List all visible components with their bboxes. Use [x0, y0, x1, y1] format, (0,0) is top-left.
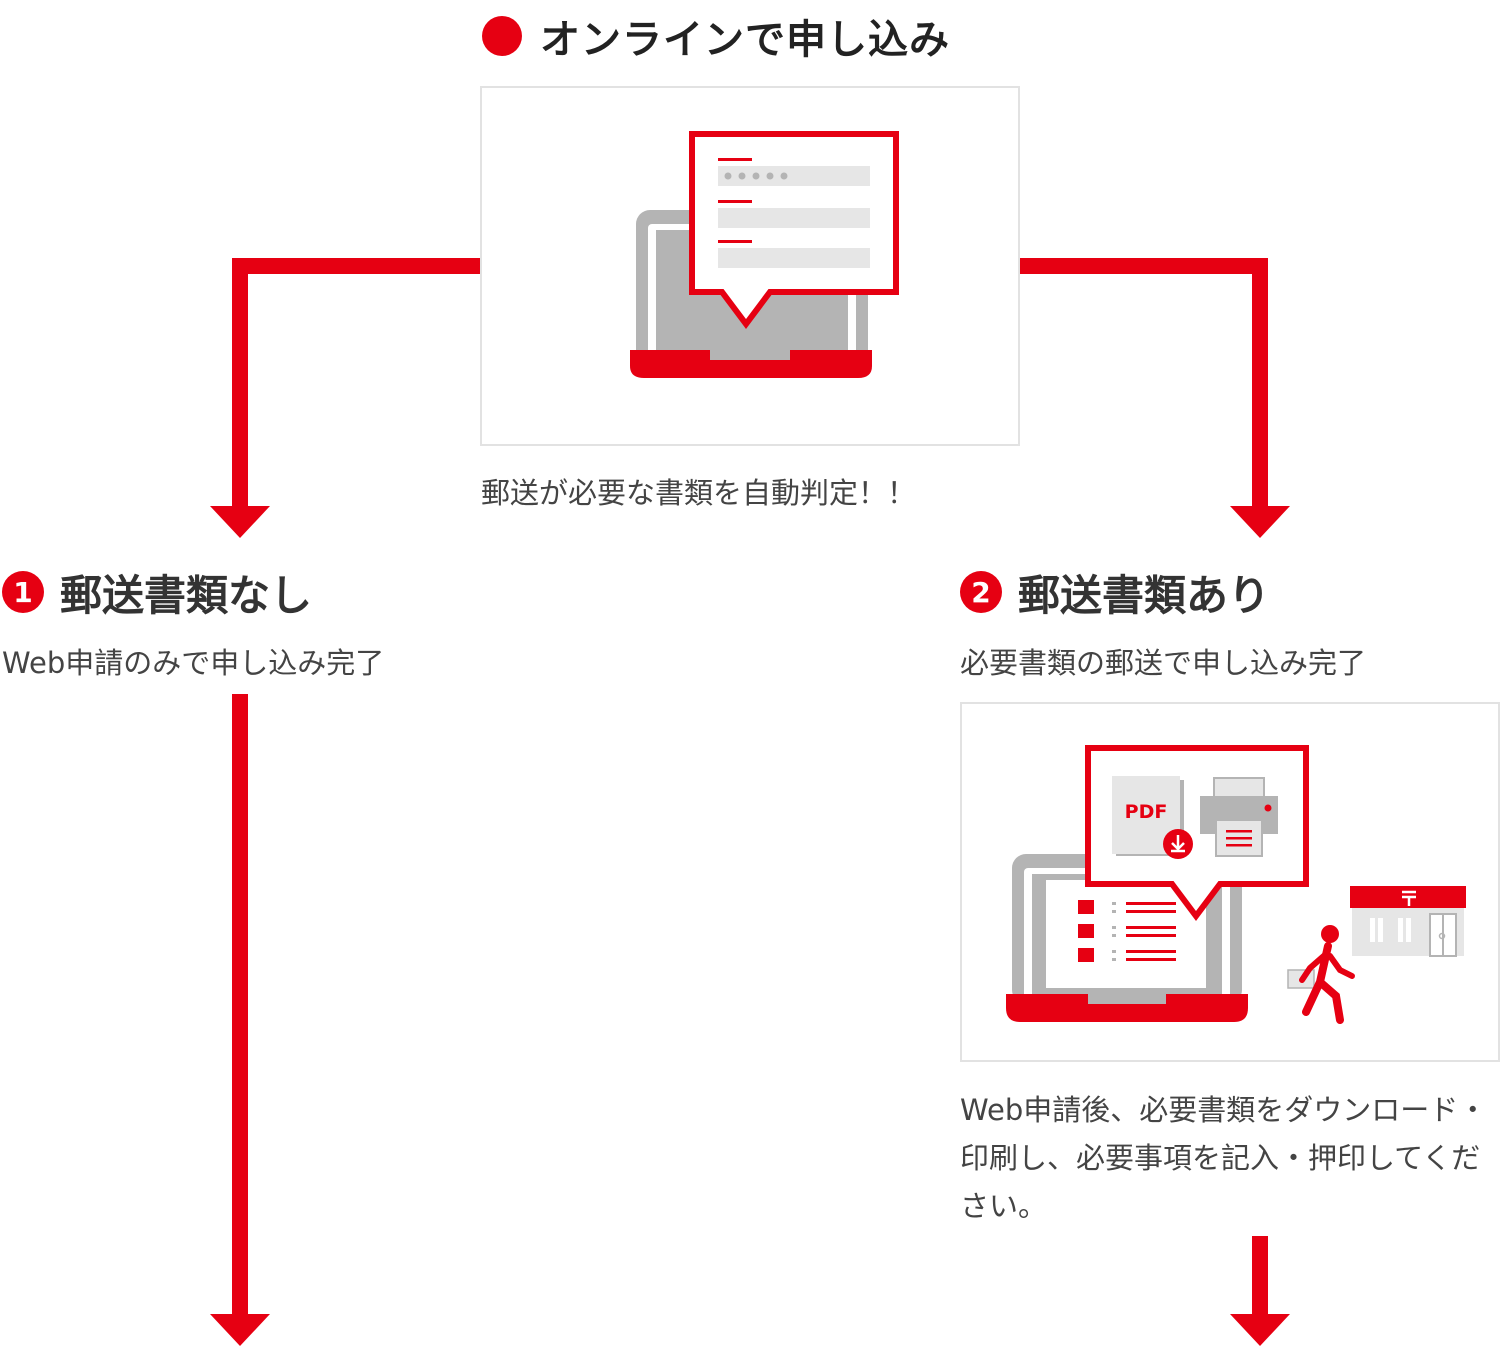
branch-mail-subtitle: 必要書類の郵送で申し込み完了 [960, 646, 1367, 680]
connector-left-horizontal [232, 258, 482, 274]
connector-right-vertical [1252, 258, 1268, 510]
connector-right-short [1252, 1236, 1268, 1318]
arrow-left-top-icon [210, 506, 270, 538]
online-apply-title: オンラインで申し込み [540, 17, 950, 63]
branch-no-mail-title: 郵送書類なし [60, 570, 313, 620]
arrow-right-top-icon [1230, 506, 1290, 538]
online-form-card [480, 86, 1020, 446]
printer-icon [1200, 777, 1278, 857]
connector-left-long [232, 694, 248, 1318]
walking-person-icon [1287, 925, 1355, 1024]
red-dot-icon [482, 16, 522, 56]
connector-right-horizontal [1020, 258, 1268, 274]
auto-judge-caption: 郵送が必要な書類を自動判定！！ [481, 476, 917, 510]
online-apply-heading: オンラインで申し込み [482, 8, 950, 64]
branch-no-mail-heading: 1 郵送書類なし [2, 564, 312, 620]
connector-left-vertical [232, 258, 248, 510]
mail-documents-description: Web申請後、必要書類をダウンロード・印刷し、必要事項を記入・押印してください。 [960, 1093, 1488, 1223]
number-badge-2: 2 [960, 571, 1002, 613]
mail-documents-card: PDF [960, 702, 1500, 1062]
arrow-right-bottom-icon [1230, 1314, 1290, 1346]
laptop-pdf-print-post-office-illustration: PDF [1006, 745, 1466, 1024]
laptop-online-form-illustration [630, 131, 899, 378]
arrow-left-bottom-icon [210, 1314, 270, 1346]
number-badge-1: 1 [2, 571, 44, 613]
branch-mail-heading: 2 郵送書類あり [960, 564, 1270, 620]
post-office-icon [1350, 886, 1466, 957]
document-list-icon [1078, 900, 1176, 962]
branch-mail-title: 郵送書類あり [1018, 570, 1271, 620]
branch-no-mail-subtitle: Web申請のみで申し込み完了 [2, 646, 385, 680]
pdf-label: PDF [1125, 801, 1168, 823]
pdf-download-icon: PDF [1112, 776, 1193, 859]
